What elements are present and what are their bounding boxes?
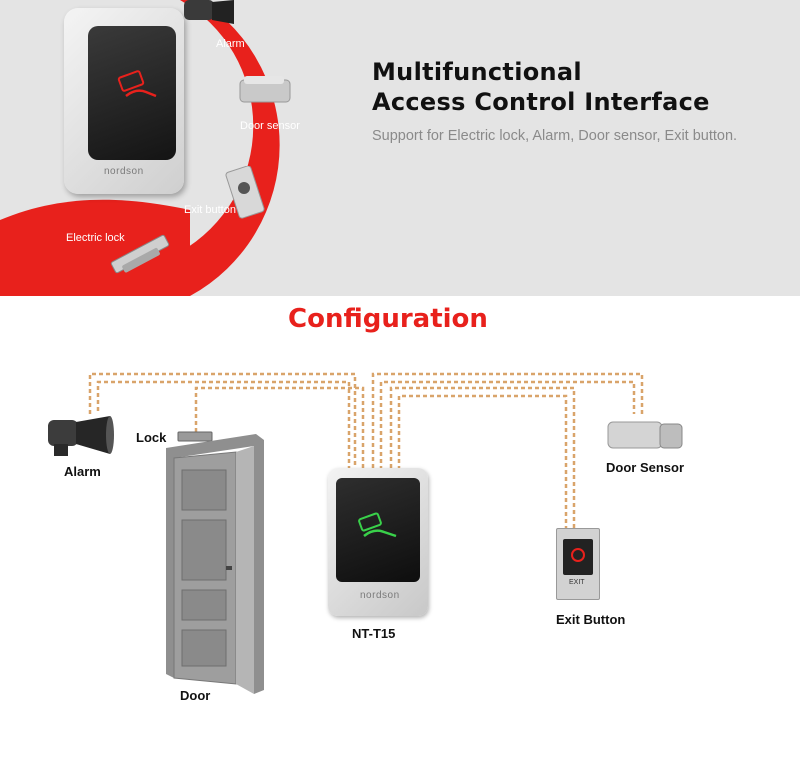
wiring-diagram xyxy=(88,372,644,528)
hand-card-icon xyxy=(358,512,397,538)
hero-section: nordson Alarm Door sensor Exit button El… xyxy=(0,0,800,296)
magnetic-sensor-icon xyxy=(607,421,683,449)
configuration-section: Configuration Alarm Lock xyxy=(0,296,800,765)
exit-plate-text: EXIT xyxy=(569,579,585,586)
label-lock: Lock xyxy=(136,430,167,445)
magnetic-sensor-icon xyxy=(239,76,291,103)
hero-title-line2: Access Control Interface xyxy=(372,88,710,116)
red-arc xyxy=(0,0,280,296)
magnetic-lock-icon xyxy=(110,234,170,274)
arc-label-alarm: Alarm xyxy=(216,38,245,50)
hero-subtitle: Support for Electric lock, Alarm, Door s… xyxy=(372,128,738,144)
label-device-model: NT-T15 xyxy=(352,626,396,641)
device-brand-hero: nordson xyxy=(104,166,144,177)
hero-title-line1: Multifunctional xyxy=(372,58,582,86)
label-exit-button: Exit Button xyxy=(556,612,626,627)
label-door: Door xyxy=(180,688,211,703)
arc-label-exit-button: Exit button xyxy=(184,204,236,216)
label-door-sensor: Door Sensor xyxy=(606,460,685,475)
device-brand: nordson xyxy=(360,590,400,601)
card-reader-device-hero: nordson xyxy=(64,8,184,194)
card-reader-device: nordson xyxy=(328,468,428,616)
magnetic-lock-icon xyxy=(177,431,213,442)
siren-horn-icon xyxy=(48,416,114,456)
door-illustration xyxy=(166,434,264,694)
push-button-icon xyxy=(225,166,265,219)
configuration-title: Configuration xyxy=(288,304,488,334)
exit-button-face xyxy=(563,539,593,575)
label-alarm: Alarm xyxy=(64,464,101,479)
hand-card-icon xyxy=(117,70,157,98)
exit-button-device: EXIT xyxy=(556,528,600,600)
siren-horn-icon xyxy=(184,0,234,24)
arc-label-door-sensor: Door sensor xyxy=(240,120,300,132)
arc-label-electric-lock: Electric lock xyxy=(66,232,125,244)
push-button-icon xyxy=(571,548,585,562)
